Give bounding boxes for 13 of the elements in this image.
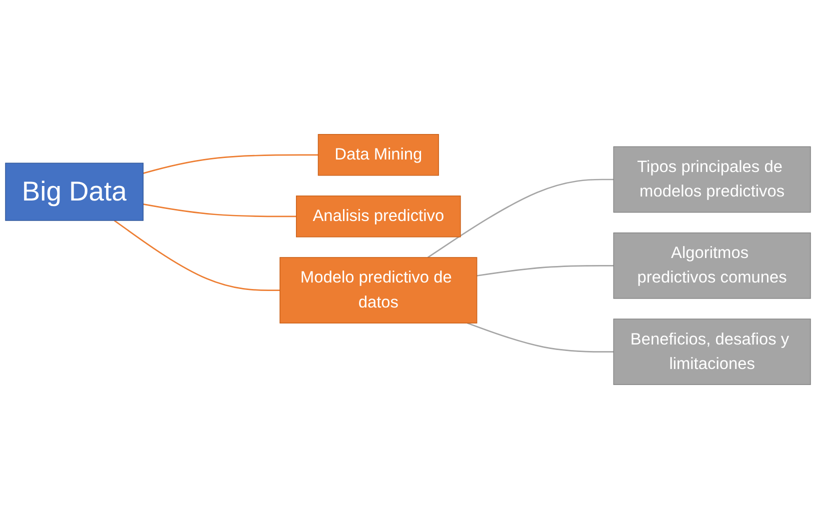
- connector: [427, 178, 614, 258]
- node-box: Modelo predictivo de datos: [280, 257, 478, 324]
- node-box: Algoritmos predictivos comunes: [613, 232, 811, 299]
- connector: [143, 203, 296, 218]
- node-box: Data Mining: [318, 134, 439, 176]
- node-box: Big Data: [5, 162, 144, 221]
- node-box: Beneficios, desafios y limitaciones: [613, 318, 811, 385]
- connector: [143, 154, 318, 174]
- node-box: Analisis predictivo: [296, 196, 461, 238]
- connector: [467, 322, 614, 352]
- node-box: Tipos principales de modelos predictivos: [613, 146, 811, 213]
- connector: [114, 220, 280, 291]
- connector: [476, 264, 614, 276]
